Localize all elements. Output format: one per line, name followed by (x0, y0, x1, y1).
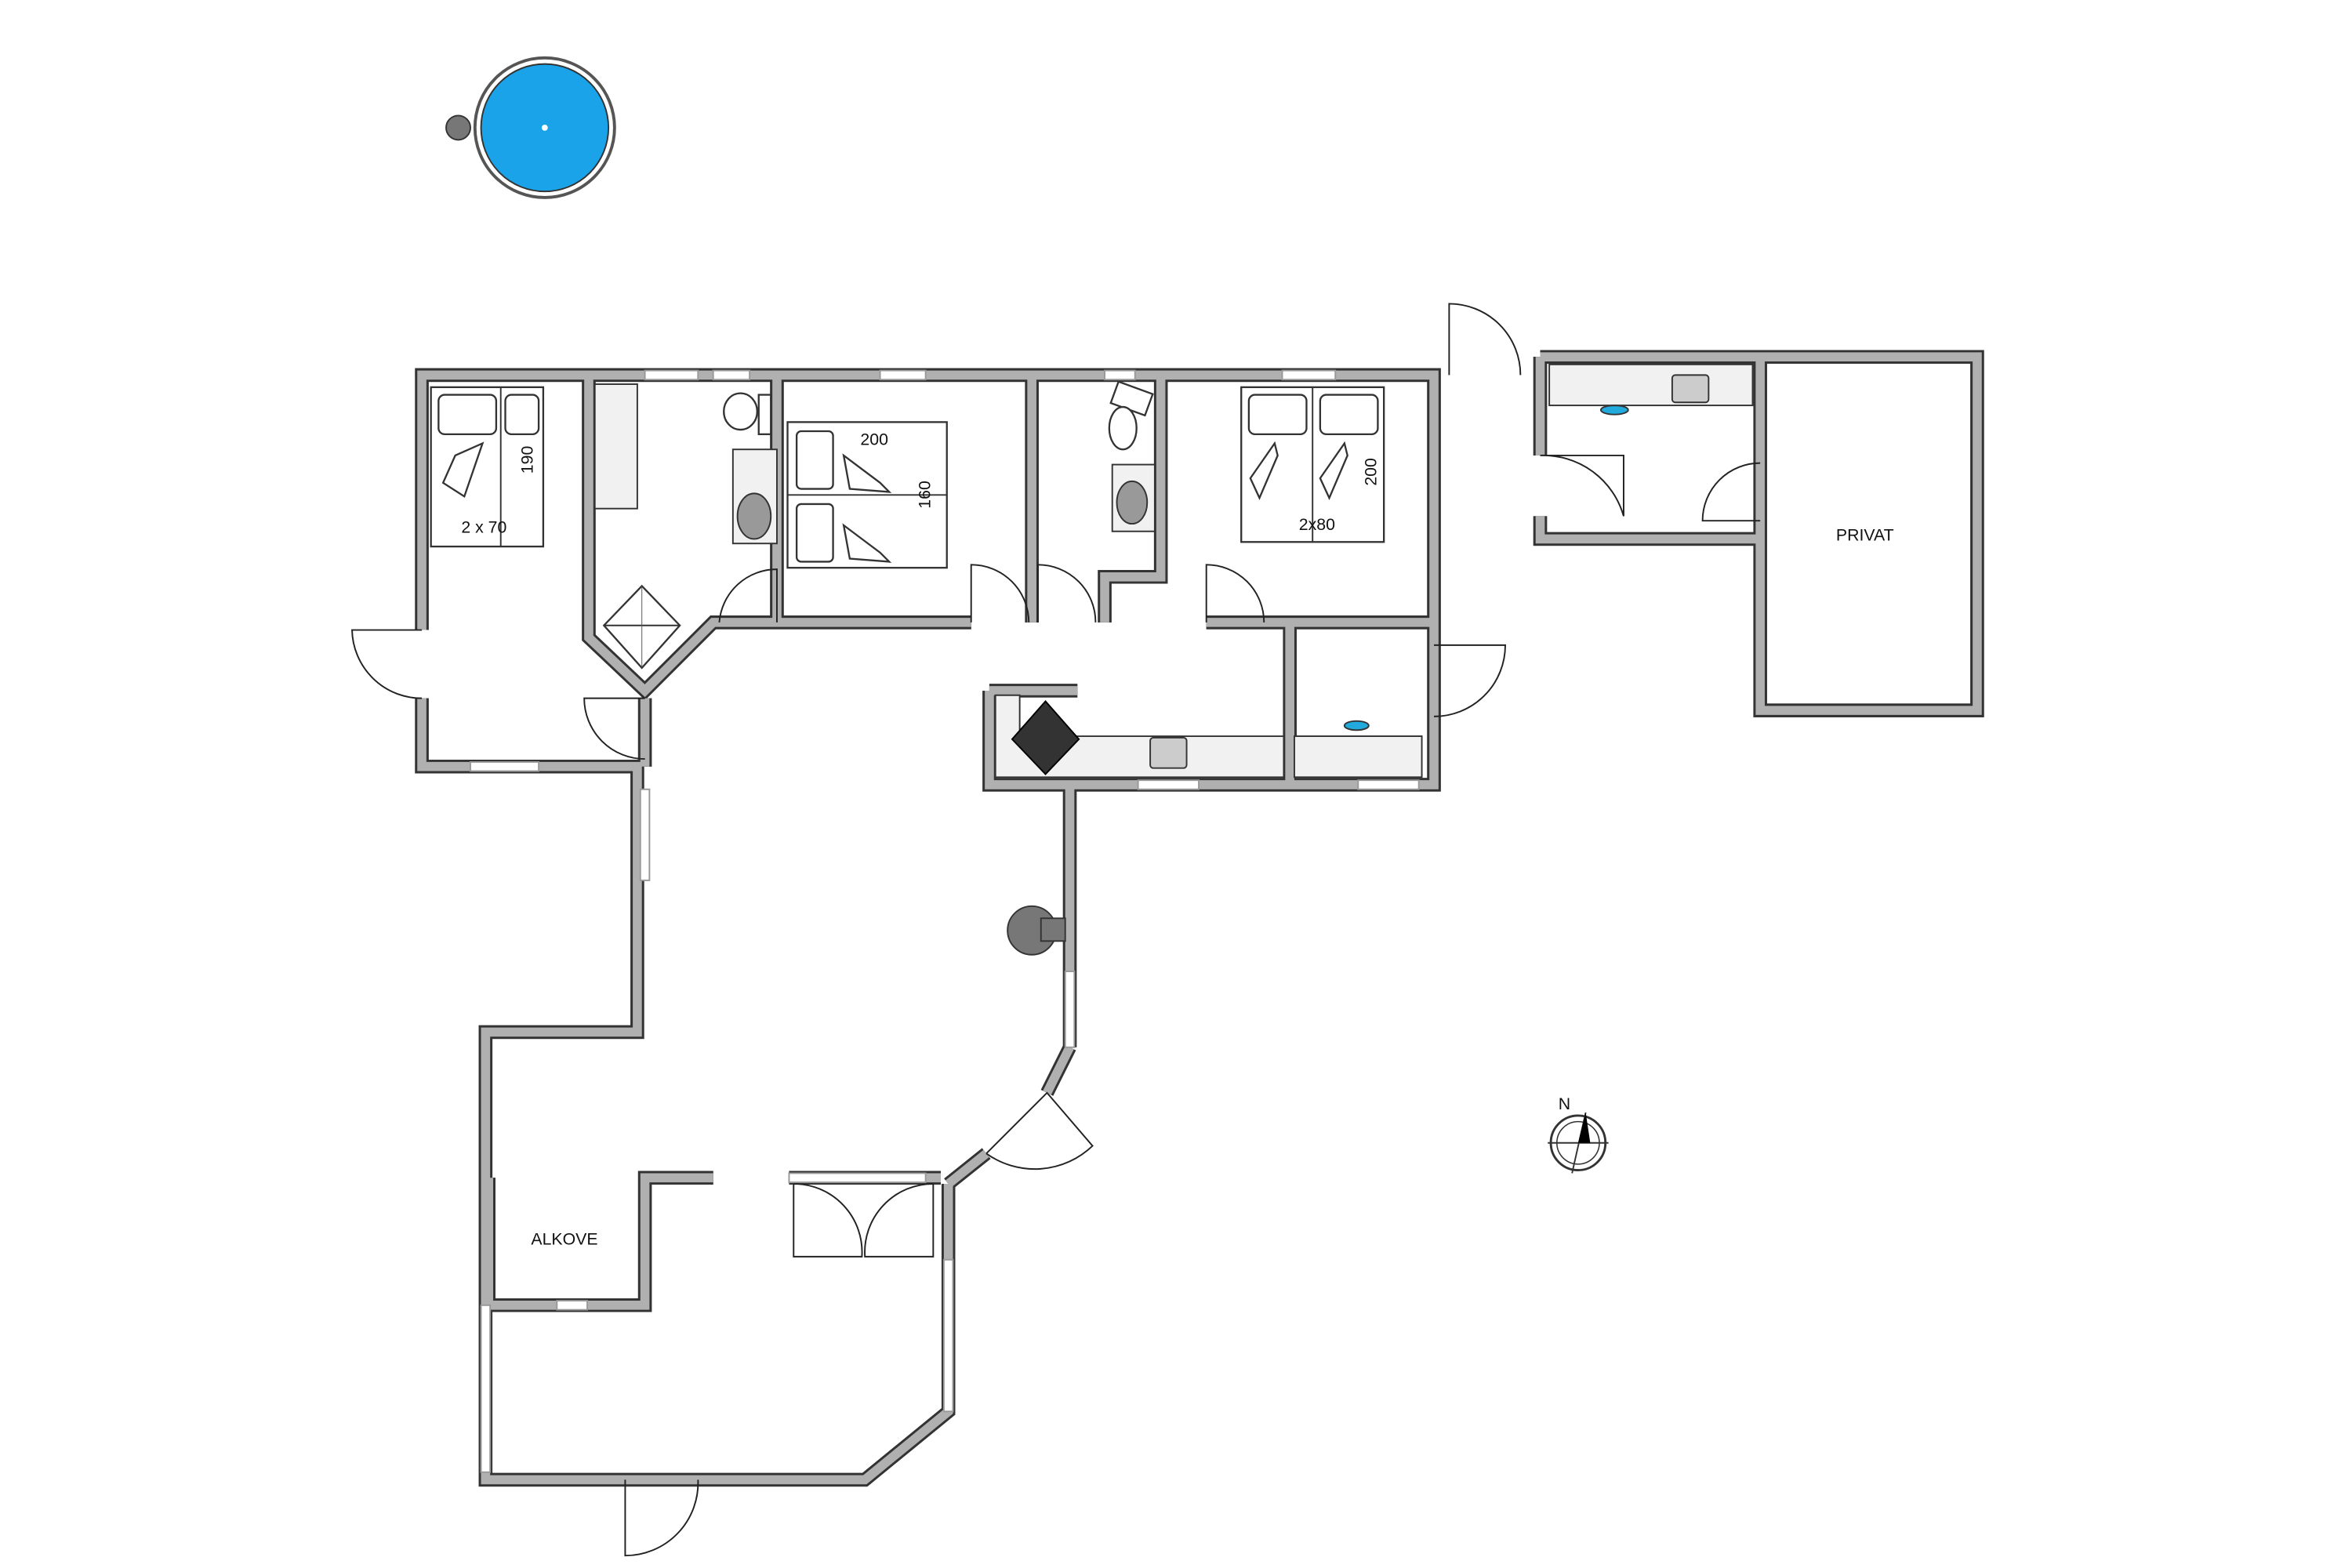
bed-width-label: 160 (915, 481, 934, 509)
bed-length-label: 200 (860, 430, 888, 448)
windows (470, 369, 1420, 1473)
annex-fixtures (1548, 363, 1754, 416)
room-label-privat: PRIVAT (1836, 525, 1894, 544)
bed-size-label: 2 x 70 (461, 518, 506, 537)
compass-icon: N (1548, 1094, 1609, 1174)
bed-length-label: 200 (1361, 458, 1380, 486)
hot-tub (445, 56, 616, 199)
doors (351, 303, 1761, 1557)
bed-double: 200 160 (786, 421, 948, 569)
bed-size-label: 2x80 (1299, 515, 1335, 534)
bathroom-2-fixtures (1108, 380, 1156, 532)
bed-single-pair: 2x80 200 (1240, 386, 1385, 543)
stove (1007, 905, 1066, 956)
walls (422, 357, 1977, 1487)
bathroom-1-fixtures (593, 383, 778, 670)
compass-north-label: N (1559, 1094, 1570, 1113)
kitchen (994, 694, 1423, 779)
bed-single-pair: 2 x 70 190 (430, 386, 545, 548)
room-label-alkove: ALKOVE (531, 1229, 597, 1248)
bed-length-label: 190 (517, 446, 536, 474)
